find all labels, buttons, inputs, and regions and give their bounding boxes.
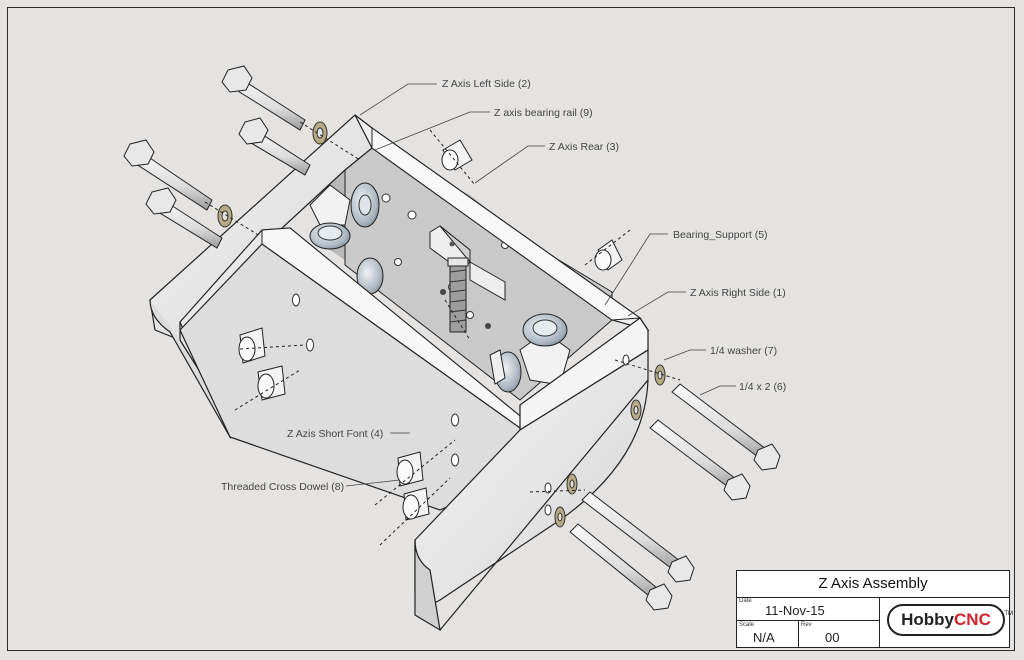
rev-cell: Rev 00 (799, 621, 880, 647)
z-axis-right-side-plate (354, 114, 650, 632)
scale-value: N/A (753, 630, 775, 645)
logo-accent-text: CNC (954, 610, 991, 629)
bolt-left-2 (238, 117, 311, 176)
bolt-right-2 (649, 419, 751, 501)
bearing-rail-right (440, 261, 506, 329)
date-label: Date (739, 598, 752, 604)
bolt-right-4 (569, 523, 673, 611)
cross-dowel-2 (594, 239, 623, 271)
bearing-support-lower-right (489, 313, 571, 393)
bolt-left-1 (221, 65, 306, 131)
lead-screw (447, 257, 469, 333)
drawing-title: Z Axis Assembly (737, 571, 1009, 598)
rev-label: Rev (801, 622, 812, 628)
label-right-side: Z Axis Right Side (1) (690, 287, 786, 299)
label-washer: 1/4 washer (7) (710, 345, 777, 357)
bolt-right-3 (581, 491, 695, 583)
date-value: 11-Nov-15 (765, 603, 825, 618)
label-short-front: Z Azis Short Font (4) (287, 428, 383, 440)
sheet-border (7, 7, 1015, 651)
hobbycnc-logo: HobbyCNC TM (887, 604, 1013, 636)
bolt-left-4 (145, 187, 223, 249)
label-bolt: 1/4 x 2 (6) (739, 381, 786, 393)
leader-lines (345, 83, 736, 487)
washers (217, 121, 666, 528)
scale-label: Scale (739, 622, 755, 628)
label-bearing-rail: Z axis bearing rail (9) (494, 107, 593, 119)
bolt-right-1 (671, 383, 781, 471)
scale-cell: Scale N/A (737, 621, 799, 647)
cross-dowel-6 (402, 487, 430, 521)
logo-trademark: TM (1004, 611, 1013, 617)
bearing-support-upper-left (309, 182, 384, 295)
label-dowel: Threaded Cross Dowel (8) (221, 481, 344, 493)
date-cell: Date 11-Nov-15 (737, 597, 880, 621)
logo-text: Hobby (901, 610, 955, 629)
bolt-left-3 (123, 139, 213, 211)
rev-value: 00 (825, 630, 840, 645)
cross-dowel-4 (257, 365, 286, 401)
label-rear: Z Axis Rear (3) (549, 141, 619, 153)
label-bearing-support: Bearing_Support (5) (673, 229, 768, 241)
label-left-side: Z Axis Left Side (2) (442, 78, 531, 90)
cross-dowel-3 (238, 327, 266, 364)
cross-dowel-1 (441, 139, 473, 171)
title-block: Z Axis Assembly Date 11-Nov-15 Scale N/A… (736, 570, 1013, 648)
assembly-center-lines (204, 121, 681, 546)
